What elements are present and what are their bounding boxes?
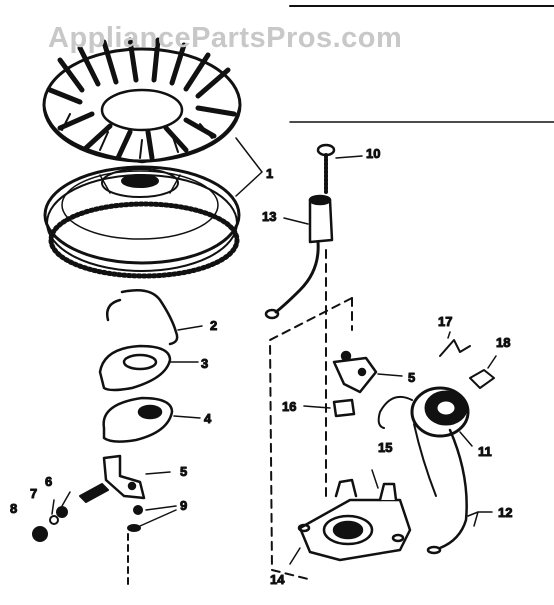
spring: [439, 331, 471, 357]
leader-lines: [235, 137, 263, 197]
callout-1: 1: [266, 166, 273, 181]
flywheel: [42, 37, 242, 279]
callout-8: 8: [10, 501, 17, 516]
callout-13: 13: [262, 209, 276, 224]
callout-5-lower: 5: [180, 464, 187, 479]
cover-plate: [98, 344, 199, 392]
bracket-upper: [332, 350, 403, 394]
callout-17: 17: [438, 314, 452, 329]
small-clip: [303, 398, 356, 418]
callout-11: 11: [478, 444, 492, 459]
spark-wire: [264, 194, 334, 320]
callout-3: 3: [201, 356, 208, 371]
callout-9: 9: [180, 498, 187, 513]
callout-14: 14: [270, 572, 285, 587]
callout-2: 2: [210, 318, 217, 333]
gasket: [102, 396, 201, 443]
callout-6: 6: [45, 474, 52, 489]
lead-wires: [426, 428, 493, 555]
assembly-lines: [269, 249, 353, 581]
wire-clip: [106, 289, 203, 346]
watermark-text: AppliancePartsPros.com: [48, 22, 403, 54]
bracket-lower: [102, 454, 171, 500]
callout-10: 10: [366, 146, 380, 161]
callout-4: 4: [204, 411, 212, 426]
callout-12: 12: [498, 505, 512, 520]
callout-18: 18: [496, 335, 510, 350]
hardware-parts: [32, 483, 177, 585]
callout-7: 7: [30, 486, 37, 501]
screw: [316, 143, 363, 194]
tab: [469, 355, 497, 389]
callout-5-upper: 5: [408, 370, 415, 385]
ignition-coil: [377, 386, 473, 497]
callout-16: 16: [282, 399, 296, 414]
magneto-base: [289, 469, 412, 565]
callout-15: 15: [378, 440, 392, 455]
